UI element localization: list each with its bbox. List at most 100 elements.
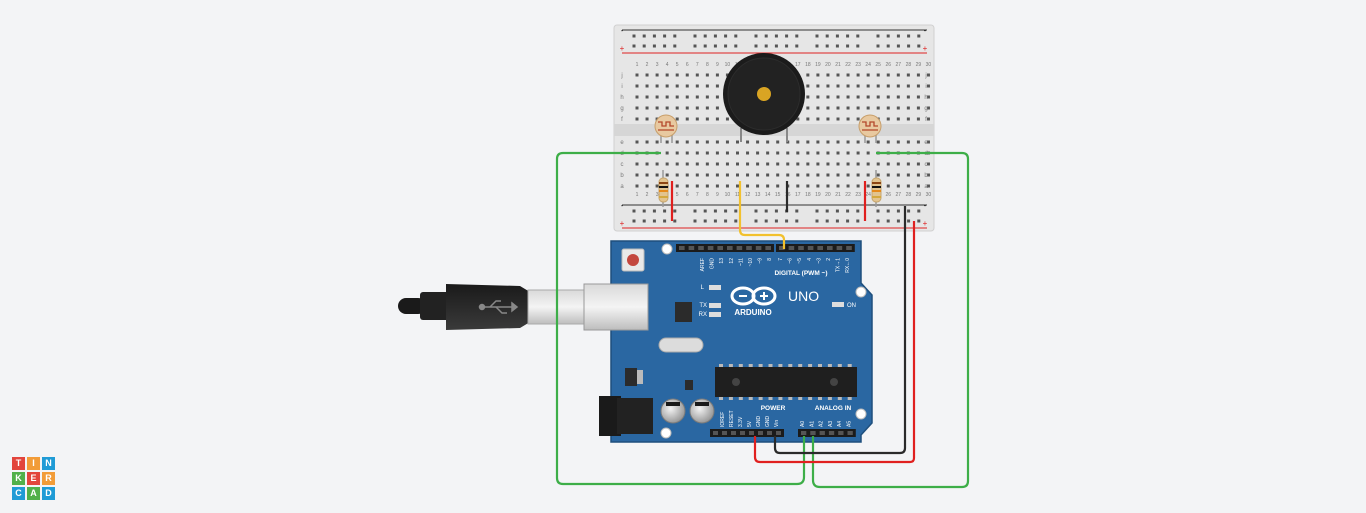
breadboard-hole[interactable] [866, 84, 870, 88]
breadboard-hole[interactable] [655, 173, 659, 177]
rail-hole[interactable] [663, 34, 667, 38]
wire-green-left[interactable] [555, 151, 806, 486]
breadboard-hole[interactable] [746, 140, 750, 144]
breadboard-hole[interactable] [856, 162, 860, 166]
breadboard-hole[interactable] [736, 151, 739, 155]
breadboard-hole[interactable] [655, 106, 659, 110]
breadboard-hole[interactable] [896, 73, 900, 77]
breadboard-hole[interactable] [916, 95, 920, 99]
breadboard-hole[interactable] [695, 162, 699, 166]
breadboard-hole[interactable] [876, 106, 880, 110]
breadboard-hole[interactable] [645, 73, 649, 77]
breadboard-hole[interactable] [675, 84, 679, 88]
rail-hole[interactable] [774, 44, 778, 48]
rail-hole[interactable] [795, 209, 799, 213]
rail-hole[interactable] [825, 219, 829, 223]
breadboard-hole[interactable] [846, 117, 850, 121]
breadboard-hole[interactable] [906, 106, 910, 110]
rail-hole[interactable] [896, 219, 900, 223]
rail-hole[interactable] [642, 44, 646, 48]
breadboard-hole[interactable] [836, 84, 840, 88]
rail-hole[interactable] [652, 219, 656, 223]
rail-hole[interactable] [734, 209, 738, 213]
breadboard-hole[interactable] [926, 106, 930, 110]
breadboard-hole[interactable] [635, 73, 639, 77]
breadboard-hole[interactable] [916, 106, 920, 110]
rail-hole[interactable] [896, 44, 900, 48]
breadboard-hole[interactable] [916, 140, 920, 144]
breadboard-hole[interactable] [846, 73, 850, 77]
rail-hole[interactable] [896, 34, 900, 38]
breadboard-hole[interactable] [926, 173, 930, 177]
header-pin[interactable] [707, 246, 714, 250]
breadboard-hole[interactable] [645, 162, 649, 166]
header-pin[interactable] [828, 431, 835, 435]
breadboard-hole[interactable] [685, 140, 689, 144]
breadboard-hole[interactable] [705, 117, 709, 121]
breadboard-hole[interactable] [675, 140, 679, 144]
rail-hole[interactable] [907, 219, 911, 223]
breadboard-hole[interactable] [756, 140, 760, 144]
breadboard-hole[interactable] [896, 95, 900, 99]
header-pin[interactable] [779, 246, 785, 250]
breadboard-hole[interactable] [836, 73, 840, 77]
breadboard-hole[interactable] [856, 173, 860, 177]
breadboard-hole[interactable] [836, 151, 840, 155]
header-pin[interactable] [838, 431, 844, 435]
rail-hole[interactable] [846, 209, 850, 213]
rail-hole[interactable] [785, 34, 789, 38]
header-pin[interactable] [817, 246, 823, 250]
rail-hole[interactable] [663, 44, 667, 48]
breadboard-hole[interactable] [816, 95, 820, 99]
header-pin[interactable] [827, 246, 833, 250]
breadboard-hole[interactable] [826, 117, 830, 121]
breadboard-hole[interactable] [705, 106, 709, 110]
rail-hole[interactable] [703, 34, 707, 38]
breadboard-hole[interactable] [766, 173, 770, 177]
breadboard-hole[interactable] [866, 173, 870, 177]
breadboard-hole[interactable] [846, 140, 850, 144]
breadboard-hole[interactable] [806, 162, 810, 166]
breadboard-hole[interactable] [856, 73, 860, 77]
rail-hole[interactable] [876, 34, 880, 38]
breadboard-hole[interactable] [906, 73, 910, 77]
rail-hole[interactable] [917, 219, 921, 223]
breadboard-hole[interactable] [776, 151, 780, 155]
breadboard-hole[interactable] [675, 117, 679, 121]
breadboard-hole[interactable] [655, 95, 659, 99]
breadboard-hole[interactable] [715, 106, 719, 110]
breadboard-hole[interactable] [926, 184, 930, 188]
breadboard-hole[interactable] [786, 162, 790, 166]
rail-hole[interactable] [774, 219, 778, 223]
breadboard-hole[interactable] [685, 84, 689, 88]
usb-cable[interactable] [398, 284, 585, 330]
rail-hole[interactable] [825, 34, 829, 38]
rail-hole[interactable] [713, 209, 717, 213]
breadboard-hole[interactable] [876, 162, 880, 166]
header-pin[interactable] [847, 431, 853, 435]
breadboard-hole[interactable] [695, 73, 699, 77]
breadboard-hole[interactable] [725, 73, 729, 77]
breadboard-hole[interactable] [846, 151, 850, 155]
breadboard-hole[interactable] [856, 106, 860, 110]
rail-hole[interactable] [835, 44, 839, 48]
breadboard-hole[interactable] [715, 84, 719, 88]
breadboard-hole[interactable] [665, 173, 669, 177]
breadboard-hole[interactable] [645, 84, 649, 88]
breadboard-hole[interactable] [836, 184, 840, 188]
rail-hole[interactable] [652, 209, 656, 213]
breadboard-hole[interactable] [725, 162, 729, 166]
rail-hole[interactable] [673, 34, 677, 38]
breadboard-hole[interactable] [635, 140, 639, 144]
rail-hole[interactable] [703, 219, 707, 223]
wire-black-gnd[interactable] [773, 206, 907, 455]
rail-hole[interactable] [886, 209, 890, 213]
rail-hole[interactable] [764, 209, 768, 213]
breadboard-hole[interactable] [645, 106, 649, 110]
breadboard-hole[interactable] [896, 173, 900, 177]
breadboard-hole[interactable] [665, 73, 669, 77]
breadboard-hole[interactable] [796, 162, 800, 166]
breadboard-hole[interactable] [836, 162, 840, 166]
breadboard-hole[interactable] [715, 184, 719, 188]
